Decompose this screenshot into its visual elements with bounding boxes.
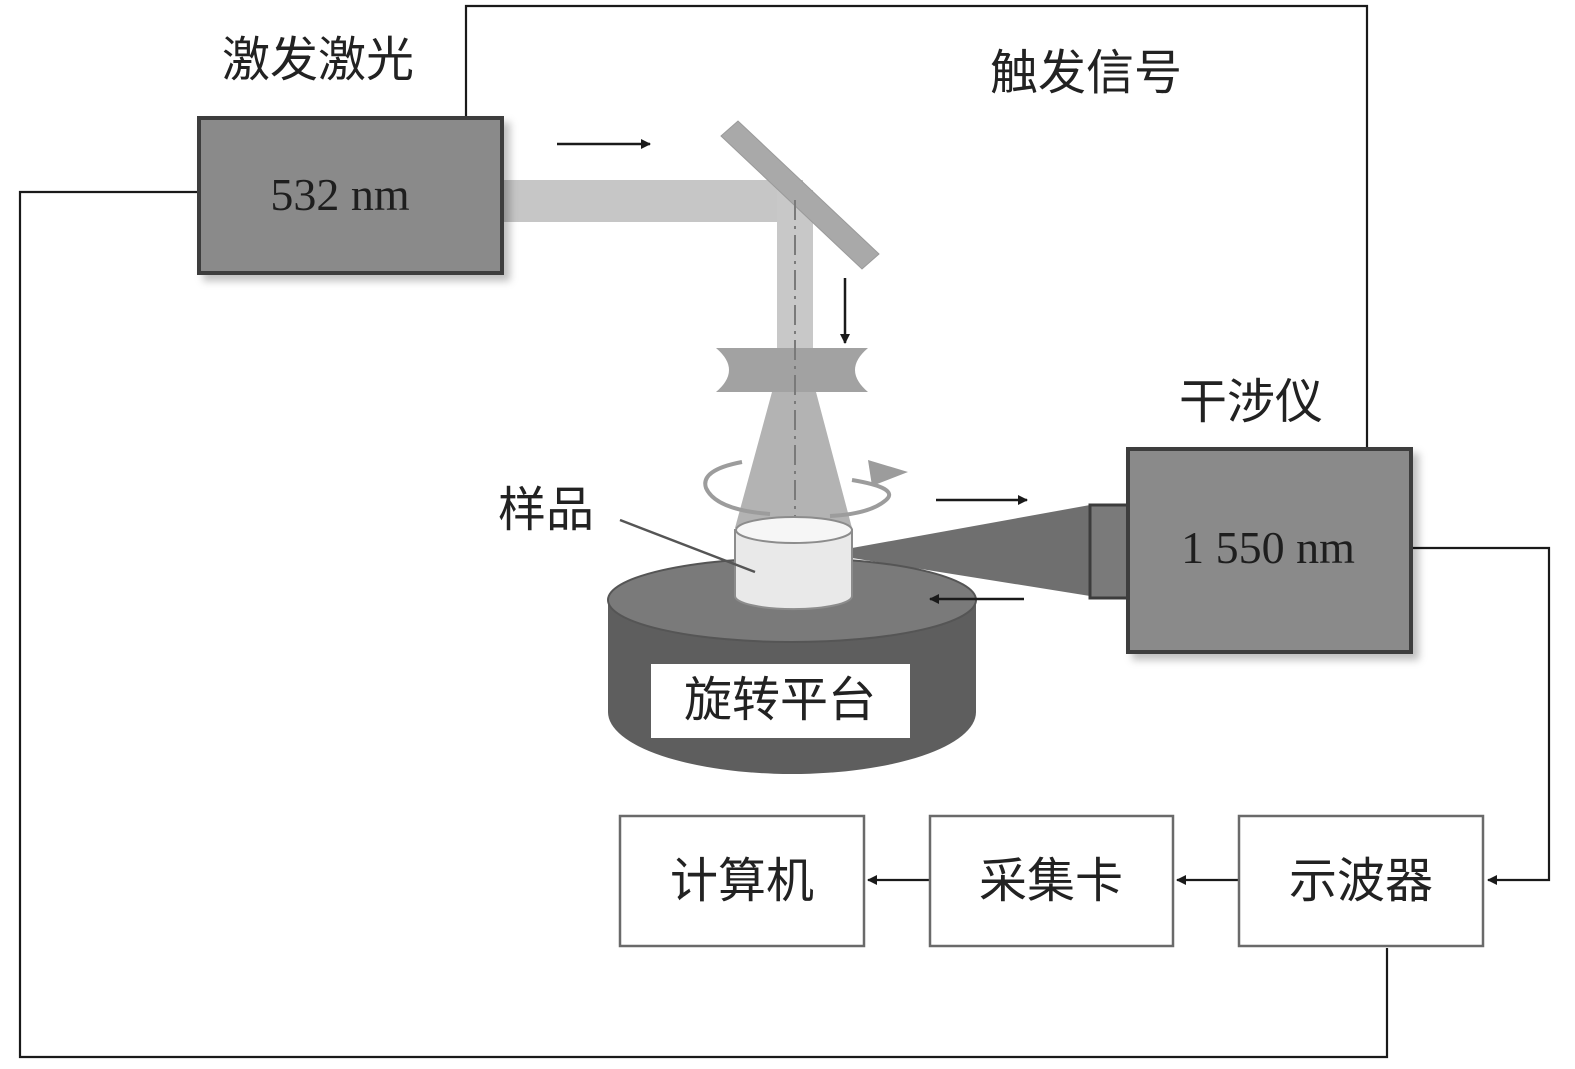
laser-532: 532 nm [197,116,504,275]
oscilloscope-box: 示波器 [1237,814,1485,948]
laser-beam [503,180,803,222]
excitation-laser-label: 激发激光 [222,32,414,88]
sample-leader-line [619,518,756,574]
acquisition-card-label: 采集卡 [979,853,1123,909]
laser-wavelength-label: 532 nm [270,169,410,220]
laser-control-line [18,190,1389,1059]
interferometer-label: 干涉仪 [1179,374,1323,430]
rotation-arrowhead [868,460,908,486]
sample-label: 样品 [498,482,594,538]
computer-label: 计算机 [670,853,814,909]
wiring [18,4,1551,1059]
trigger-signal-line [464,4,1369,449]
probe-beam [852,505,1090,596]
stage-label: 旋转平台 [684,672,876,728]
oscilloscope-label: 示波器 [1289,853,1433,909]
focused-beam [735,392,852,528]
mirror [720,120,880,270]
diverging-lens [716,348,868,392]
acquisition-card-box: 采集卡 [928,814,1175,948]
trigger-signal-label: 触发信号 [990,45,1182,101]
stage-label-bg [651,664,910,738]
sample [734,516,853,611]
interferometer-lens-port [1088,503,1130,600]
interferometer-output-line [1412,546,1551,885]
computer-box: 计算机 [618,814,866,948]
interferometer: 1 550 nm [1088,447,1413,654]
beam-arrows [557,139,1028,604]
interferometer-wavelength-label: 1 550 nm [1181,522,1355,573]
